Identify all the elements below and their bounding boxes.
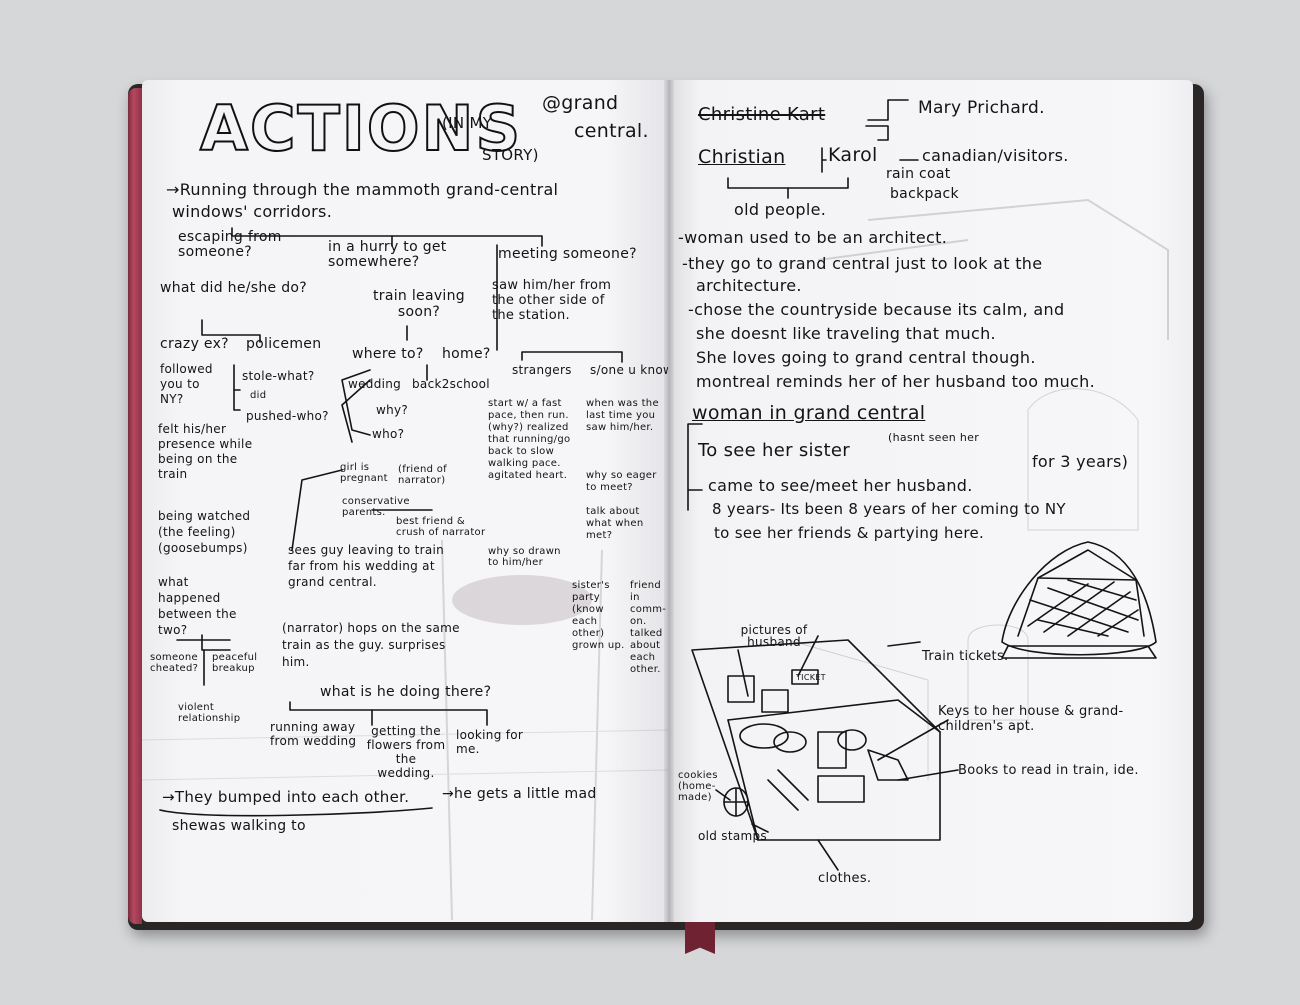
stole-what-note: stole-what? (242, 369, 315, 383)
train-leaving-note: train leaving soon? (373, 288, 465, 320)
where-to-note: where to? (352, 346, 424, 362)
branch-meeting: meeting someone? (498, 246, 637, 262)
christian-label: Christian (698, 146, 786, 168)
for-3-years-note: for 3 years) (1032, 452, 1129, 471)
came-to-see-note: came to see/meet her husband. (708, 476, 973, 495)
friend-in-common-note: friend in comm- on. talked about each ot… (630, 580, 667, 675)
why-so-drawn-note: why so drawn to him/her (488, 546, 561, 568)
karol-label: Karol (828, 144, 878, 166)
saw-him-note: saw him/her from the other side of the s… (492, 278, 612, 323)
when-was-last-note: when was the last time you saw him/her. (586, 398, 659, 433)
label-pictures-of-husband: pictures of husband (740, 623, 808, 649)
note-architect: -woman used to be an architect. (678, 228, 948, 247)
who-note: who? (372, 427, 405, 441)
gets-mad-note: →he gets a little mad (442, 786, 597, 802)
label-clothes: clothes. (818, 871, 872, 886)
notebook-page-edge (128, 88, 142, 924)
old-people-note: old people. (734, 200, 827, 219)
narrator-hops-note: (narrator) hops on the same train as the… (282, 621, 460, 669)
branch-hurry: in a hurry to get somewhere? (328, 239, 447, 270)
girl-pregnant-note: girl is pregnant (340, 462, 388, 484)
what-is-he-doing-note: what is he doing there? (320, 684, 492, 700)
mary-prichard-note: Mary Prichard. (918, 98, 1045, 118)
note-grand-central-a: -they go to grand central just to look a… (682, 254, 1043, 273)
start-fast-note: start w/ a fast pace, then run. (why?) r… (488, 398, 571, 481)
rain-coat-note: rain coat (886, 166, 951, 182)
crazy-ex-note: crazy ex? (160, 336, 229, 352)
note-countryside-c: She loves going to grand central though. (696, 348, 1036, 367)
location-line-2: central. (574, 120, 649, 142)
bumped-note: →They bumped into each other. (162, 788, 410, 806)
bookmark-ribbon (685, 922, 715, 954)
bleed-through-sketch (787, 198, 1169, 780)
looking-for-me-note: looking for me. (456, 728, 524, 756)
page-gutter (664, 80, 674, 922)
getting-flowers-note: getting the flowers from the wedding. (366, 724, 446, 780)
hasnt-seen-note: (hasnt seen her (888, 431, 980, 444)
talk-about-note: talk about what when met? (586, 506, 644, 541)
strangers-note: strangers (512, 363, 572, 377)
policemen-note: policemen (246, 336, 322, 352)
walking-to-note: shewas walking to (172, 818, 306, 834)
note-countryside-a: -chose the countryside because its calm,… (688, 300, 1065, 319)
name-connectors (687, 99, 919, 511)
suitcase-sketch (691, 635, 959, 871)
ticket-label: TICKET (796, 673, 826, 682)
label-keys: Keys to her house & grand- children's ap… (938, 704, 1124, 734)
did-note: did (250, 390, 267, 401)
eight-years-note-b: to see her friends & partying here. (714, 524, 985, 542)
peaceful-breakup-note: peaceful breakup (212, 652, 258, 674)
note-countryside-d: montreal reminds her of her husband too … (696, 372, 1095, 391)
sisters-party-note: sister's party (know each other) grown u… (572, 580, 625, 651)
subtitle-line-2: STORY) (482, 146, 539, 164)
location-line-1: @grand (542, 92, 619, 114)
label-cookies: cookies (home- made) (678, 770, 718, 803)
pushed-who-note: pushed-who? (246, 409, 329, 423)
left-page: ACTIONS (IN MY STORY) @grand central. →R… (142, 80, 668, 922)
friend-of-narrator-note: (friend of narrator) (398, 464, 447, 486)
best-friend-note: best friend & crush of narrator (396, 516, 486, 538)
someone-you-know-note: s/one u know (590, 363, 668, 377)
bleed-through-sketch (142, 539, 668, 921)
label-books: Books to read in train, ide. (958, 763, 1139, 778)
back2school-note: back2school (412, 377, 490, 391)
why-note: why? (376, 403, 409, 417)
struck-out-name: Christine Kart (698, 104, 826, 125)
label-old-stamps: old stamps (698, 829, 767, 843)
intro-line-1: →Running through the mammoth grand-centr… (166, 180, 559, 199)
to-see-sister-note: To see her sister (698, 440, 850, 461)
why-so-eager-note: why so eager to meet? (586, 470, 657, 493)
eight-years-note-a: 8 years- Its been 8 years of her coming … (712, 500, 1066, 518)
home-note: home? (442, 346, 491, 362)
followed-note: followed you to NY? (160, 362, 213, 406)
branch-escaping: escaping from someone? (178, 229, 282, 260)
page-title: ACTIONS (199, 91, 523, 166)
violent-relationship-note: violent relationship (178, 702, 241, 724)
canadian-visitors-note: canadian/visitors. (922, 146, 1069, 165)
someone-cheated-note: someone cheated? (150, 652, 199, 674)
label-train-tickets: Train tickets. (922, 649, 1009, 664)
note-countryside-b: she doesnt like traveling that much. (696, 324, 996, 343)
conservative-parents-note: conservative parents. (342, 496, 410, 518)
right-page: Christine Kart Mary Prichard. Christian … (668, 80, 1193, 922)
felt-presence-note: felt his/her presence while being on the… (158, 422, 253, 481)
wedding-note: wedding (348, 377, 402, 391)
backpack-note: backpack (890, 186, 959, 202)
mindmap-connectors-left (159, 227, 623, 817)
sees-guy-note: sees guy leaving to train far from his w… (288, 543, 445, 589)
being-watched-note: being watched (the feeling) (goosebumps) (158, 509, 251, 555)
subtitle-line-1: (IN MY (442, 114, 493, 132)
notebook-spread: ACTIONS (IN MY STORY) @grand central. →R… (128, 80, 1206, 954)
what-did-note: what did he/she do? (160, 280, 307, 296)
running-away-note: running away from wedding (270, 720, 357, 748)
section-heading: woman in grand central (692, 402, 926, 424)
bag-sketch (1001, 541, 1157, 659)
what-happened-note: what happened between the two? (158, 575, 237, 637)
note-grand-central-b: architecture. (696, 276, 802, 295)
intro-line-2: windows' corridors. (172, 202, 333, 221)
